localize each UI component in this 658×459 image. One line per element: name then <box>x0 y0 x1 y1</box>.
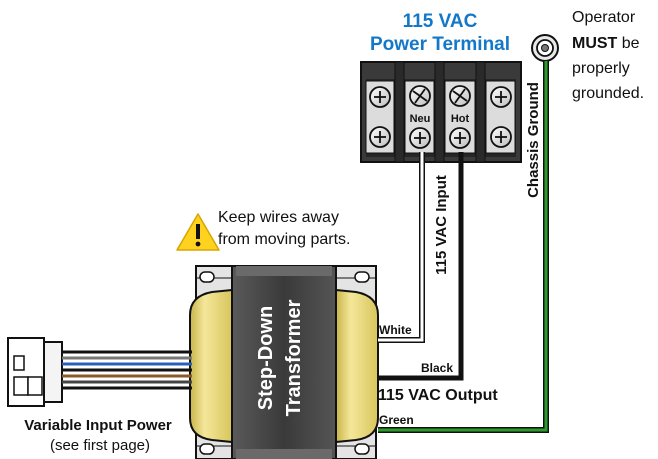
chassis-ground-label: Chassis Ground <box>525 82 542 198</box>
transformer-label-line1: Step-Down <box>255 306 277 410</box>
operator-must: MUST <box>572 35 618 52</box>
white-wire-label: White <box>379 323 412 337</box>
terminal-screw-8 <box>490 126 512 148</box>
warning-text-line2: from moving parts. <box>218 231 350 248</box>
hot-screw <box>449 127 471 149</box>
terminal-title-line1: 115 VAC <box>403 11 478 32</box>
variable-input-label: Variable Input Power <box>24 417 172 434</box>
warning-text-line1: Keep wires away <box>218 209 339 226</box>
input-wire-bundle <box>62 350 192 390</box>
vac-output-label: 115 VAC Output <box>378 387 498 404</box>
neutral-top-screw <box>409 85 431 107</box>
black-wire <box>378 152 464 381</box>
operator-note-line2: MUST be <box>572 35 640 52</box>
black-wire-label: Black <box>421 361 453 375</box>
terminal-screw-2 <box>369 126 391 148</box>
terminal-screw-7 <box>490 86 512 108</box>
neutral-label: Neu <box>410 113 431 125</box>
operator-be: be <box>617 35 639 52</box>
green-wire-label: Green <box>379 413 414 427</box>
operator-note-line3: properly <box>572 60 630 77</box>
operator-note-line1: Operator <box>572 9 636 26</box>
hot-label: Hot <box>451 113 470 125</box>
neutral-screw <box>409 127 431 149</box>
step-down-transformer <box>189 265 379 459</box>
hot-top-screw <box>449 85 471 107</box>
terminal-title-line2: Power Terminal <box>370 34 510 55</box>
operator-note-line4: grounded. <box>572 85 644 102</box>
green-ground-wire <box>378 61 549 433</box>
terminal-screw-1 <box>369 86 391 108</box>
white-wire <box>378 152 425 343</box>
variable-input-connector <box>7 337 63 407</box>
ground-stud-icon <box>531 34 559 62</box>
see-first-page-label: (see first page) <box>50 437 150 454</box>
warning-icon <box>176 213 220 251</box>
transformer-label-line2: Transformer <box>283 299 305 416</box>
vac-input-label: 115 VAC Input <box>433 175 450 275</box>
